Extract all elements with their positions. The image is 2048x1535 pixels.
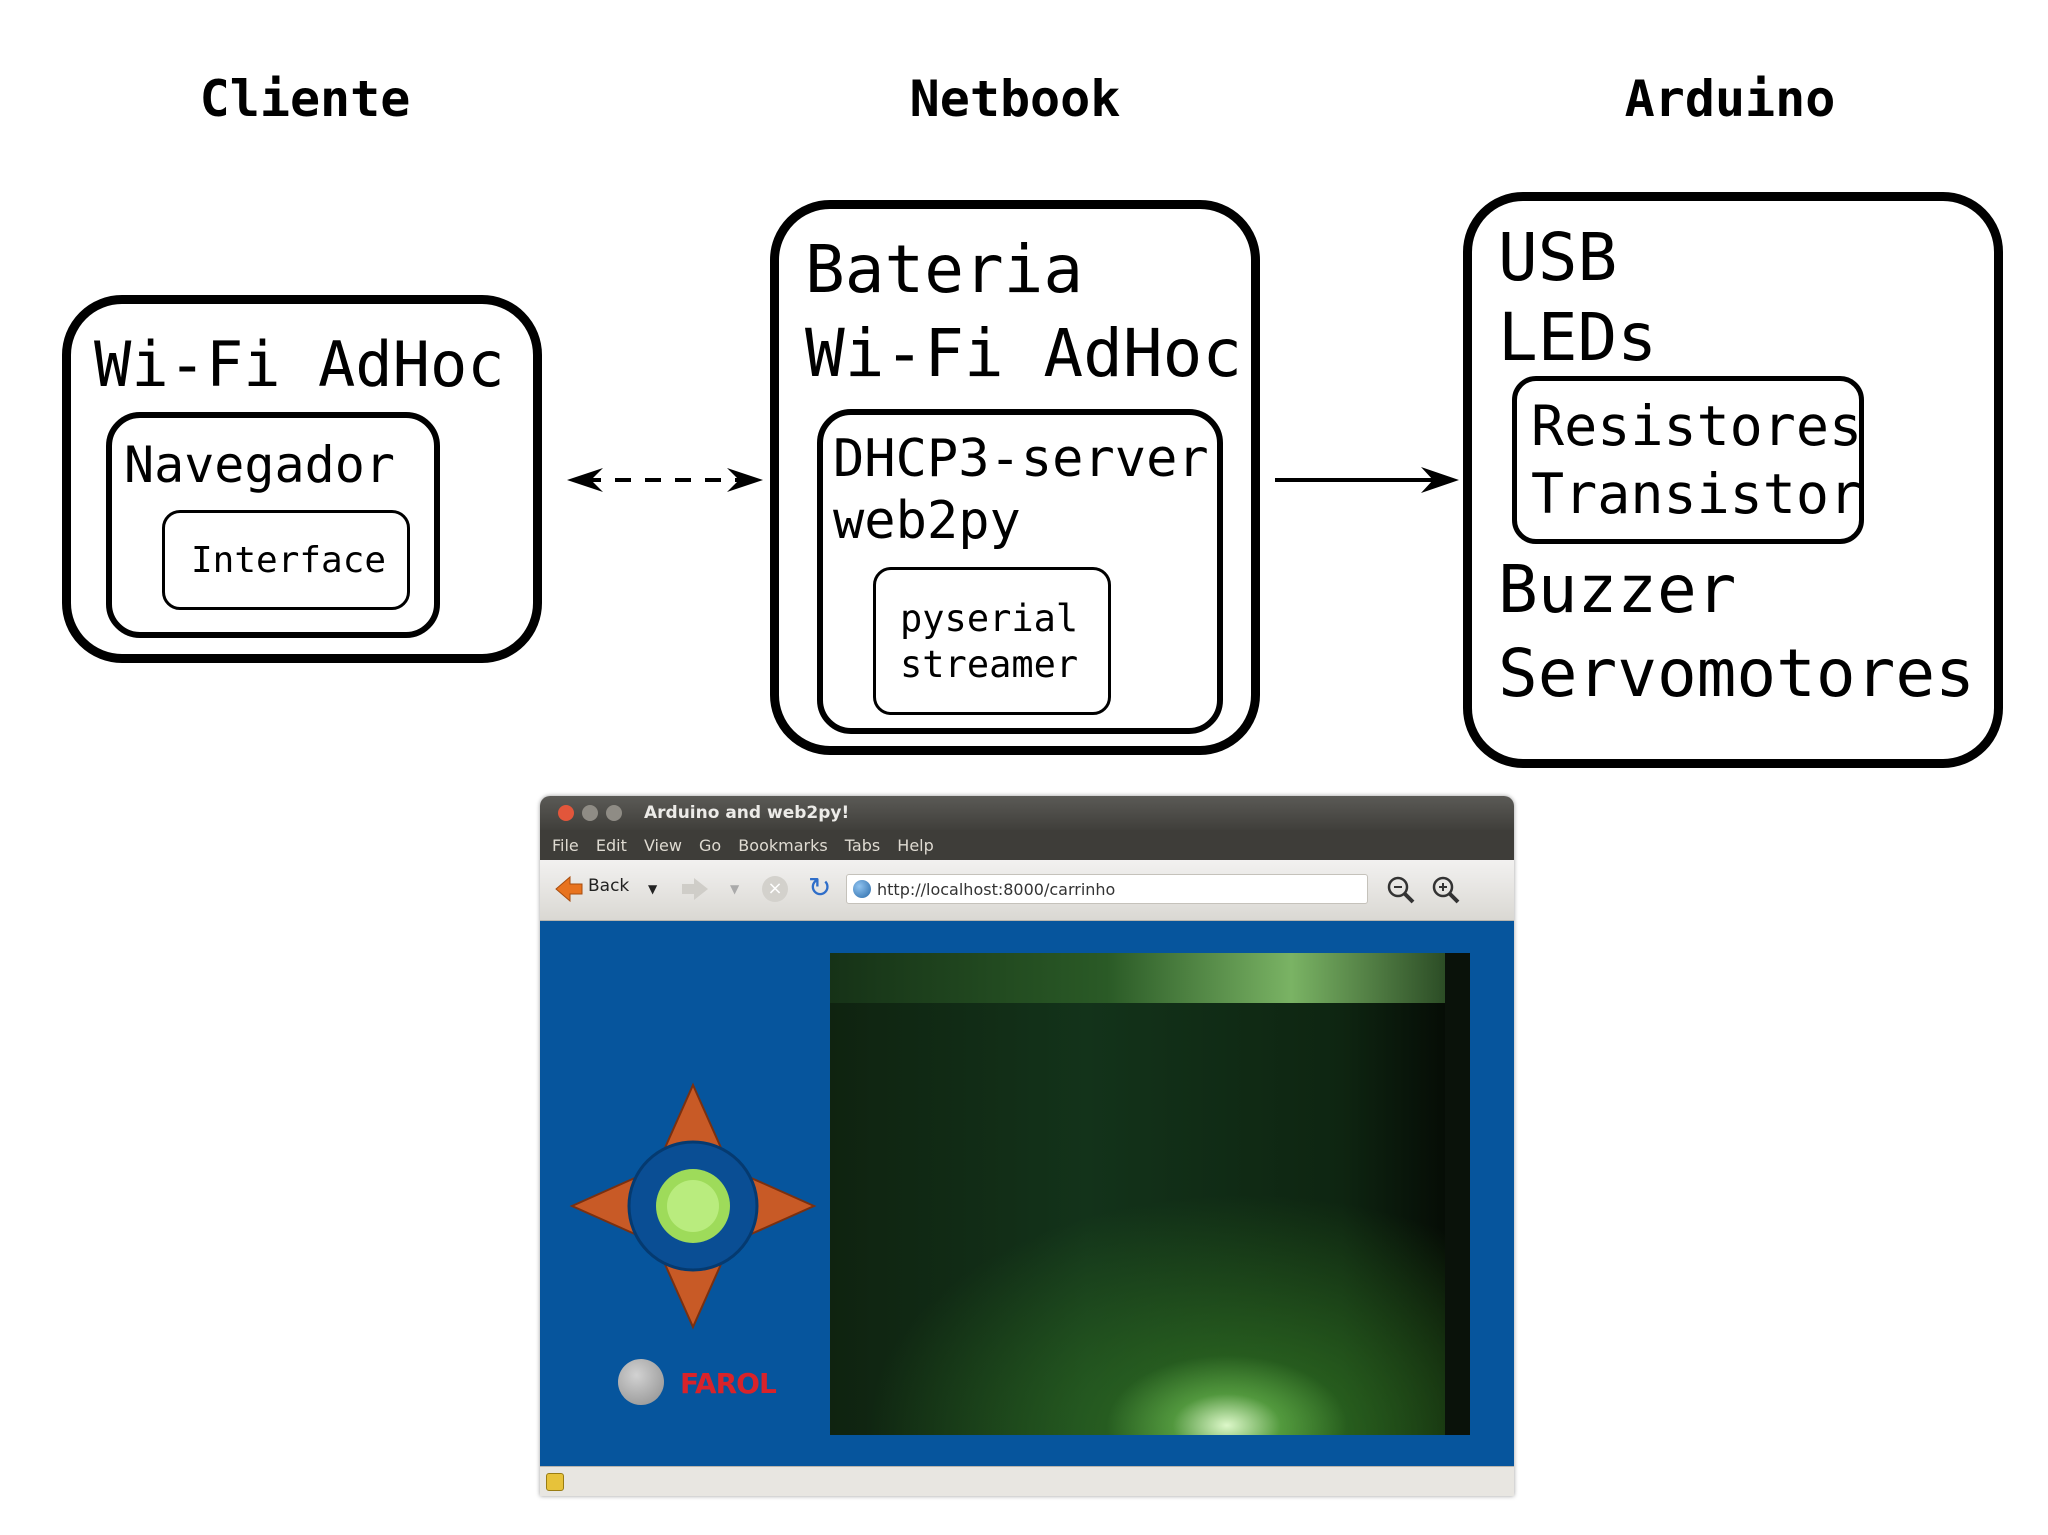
column-title-client: Cliente xyxy=(199,70,411,128)
direction-pad[interactable] xyxy=(568,1081,818,1331)
usb-label: USB xyxy=(1498,219,1618,296)
status-bar xyxy=(540,1466,1514,1496)
resistor-node: Resistores Transistor xyxy=(1512,376,1864,544)
navegador-label: Navegador xyxy=(124,436,395,494)
interface-node: Interface xyxy=(162,510,410,610)
wifi-link-arrow xyxy=(567,468,763,492)
column-title-netbook: Netbook xyxy=(909,70,1121,128)
back-history-dropdown[interactable]: ▼ xyxy=(648,882,658,896)
pyserial-node: pyserial streamer xyxy=(873,567,1111,715)
reload-icon[interactable]: ↻ xyxy=(808,871,832,904)
zoom-out-icon[interactable] xyxy=(1385,874,1417,906)
browser-node: Navegador Interface xyxy=(106,412,440,638)
dhcp-label: DHCP3-server xyxy=(833,429,1209,489)
maximize-icon[interactable] xyxy=(606,805,622,821)
client-box: Wi-Fi AdHoc Navegador Interface xyxy=(62,295,542,663)
headlight-label[interactable]: FAROL xyxy=(680,1367,777,1400)
resistores-label: Resistores xyxy=(1531,394,1863,458)
page-content: FAROL xyxy=(540,921,1514,1466)
back-button[interactable]: Back xyxy=(588,876,630,896)
interface-label: Interface xyxy=(191,540,387,581)
zoom-in-icon[interactable] xyxy=(1430,874,1462,906)
browser-window: Arduino and web2py! File Edit View Go Bo… xyxy=(540,796,1514,1496)
close-icon[interactable] xyxy=(558,805,574,821)
transistor-label: Transistor xyxy=(1531,462,1863,526)
servomotores-label: Servomotores xyxy=(1498,635,1975,712)
menu-go[interactable]: Go xyxy=(699,836,722,855)
globe-icon xyxy=(853,880,871,898)
usb-link-arrow xyxy=(1275,467,1459,493)
buzzer-label: Buzzer xyxy=(1498,551,1737,628)
arduino-box: USB LEDs Resistores Transistor Buzzer Se… xyxy=(1463,192,2003,768)
streamer-label: streamer xyxy=(900,643,1079,686)
bateria-label: Bateria xyxy=(805,231,1084,308)
menu-file[interactable]: File xyxy=(552,836,579,855)
window-title: Arduino and web2py! xyxy=(644,803,850,823)
menu-edit[interactable]: Edit xyxy=(595,836,627,855)
pyserial-label: pyserial xyxy=(900,597,1079,640)
menu-help[interactable]: Help xyxy=(897,836,934,855)
web2py-label: web2py xyxy=(833,491,1021,551)
forward-history-dropdown[interactable]: ▼ xyxy=(730,882,740,896)
menu-tabs[interactable]: Tabs xyxy=(844,836,881,855)
stop-icon[interactable]: × xyxy=(762,876,788,902)
url-text: http://localhost:8000/carrinho xyxy=(877,880,1116,899)
navigation-toolbar: Back ▼ ▼ × ↻ http://localhost:8000/carri… xyxy=(540,860,1514,921)
menu-view[interactable]: View xyxy=(643,836,682,855)
menubar: File Edit View Go Bookmarks Tabs Help xyxy=(540,830,1514,860)
netbook-box: Bateria Wi-Fi AdHoc DHCP3-server web2py … xyxy=(770,200,1260,755)
server-node: DHCP3-server web2py pyserial streamer xyxy=(817,409,1223,734)
url-bar[interactable]: http://localhost:8000/carrinho xyxy=(846,874,1368,904)
forward-arrow-icon[interactable] xyxy=(680,876,710,902)
lock-icon xyxy=(546,1473,564,1491)
client-wifi-label: Wi-Fi AdHoc xyxy=(94,328,505,401)
camera-stream xyxy=(830,953,1470,1435)
back-arrow-icon[interactable] xyxy=(554,874,584,904)
menu-bookmarks[interactable]: Bookmarks xyxy=(738,836,828,855)
minimize-icon[interactable] xyxy=(582,805,598,821)
column-title-arduino: Arduino xyxy=(1624,70,1836,128)
titlebar: Arduino and web2py! xyxy=(540,796,1514,830)
headlight-button-icon[interactable] xyxy=(618,1359,664,1405)
netbook-wifi-label: Wi-Fi AdHoc xyxy=(805,315,1243,392)
leds-label: LEDs xyxy=(1498,299,1657,376)
